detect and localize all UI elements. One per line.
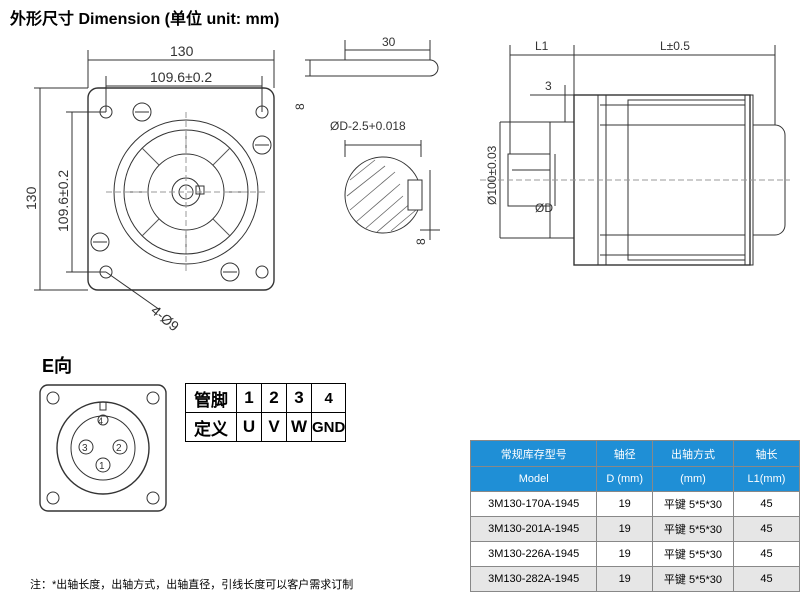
table-cell: 45 (732, 566, 800, 592)
table-cell: 平键 5*5*30 (651, 491, 734, 517)
table-row: 3M130-282A-1945 19 平键 5*5*30 45 (469, 566, 800, 592)
e-view-label: E向 (42, 356, 73, 376)
shaft-view (305, 40, 440, 240)
table-cell: 平键 5*5*30 (651, 566, 734, 592)
definition-row-header: 定义 (185, 412, 237, 442)
connector-pin-4: 4 (98, 416, 103, 426)
pin-cell: 4 (310, 383, 347, 413)
header-cell: Model (469, 466, 598, 492)
pin-cell: 2 (261, 383, 287, 413)
header-cell: 轴径 (596, 440, 653, 467)
header-cell: 常规库存型号 (469, 440, 598, 467)
header-cell: (mm) (651, 466, 734, 492)
pin-row-header: 管脚 (185, 383, 237, 413)
table-header-row: Model D (mm) (mm) L1(mm) (469, 466, 800, 492)
dim-pilot: Ø100±0.03 (485, 145, 499, 205)
dim-hole-width: 109.6±0.2 (150, 69, 212, 85)
table-cell: 19 (596, 541, 653, 567)
dim-key-height: 8 (414, 238, 428, 245)
table-cell: 45 (732, 516, 800, 542)
table-row: 3M130-170A-1945 19 平键 5*5*30 45 (469, 491, 800, 517)
header-cell: D (mm) (596, 466, 653, 492)
table-cell: 3M130-201A-1945 (469, 516, 598, 542)
definition-cell: GND (310, 412, 347, 442)
table-cell: 3M130-170A-1945 (469, 491, 598, 517)
table-cell: 19 (596, 516, 653, 542)
table-cell: 平键 5*5*30 (651, 541, 734, 567)
table-cell: 19 (596, 491, 653, 517)
dim-overall-height: 130 (23, 186, 39, 210)
footnote: 注：*出轴长度，出轴方式，出轴直径，引线长度可以客户需求订制 (30, 579, 354, 591)
dim-hole-height: 109.6±0.2 (55, 170, 71, 232)
pin-cell: 3 (286, 383, 312, 413)
pin-row: 管脚 1 2 3 4 (185, 383, 347, 413)
table-cell: 3M130-282A-1945 (469, 566, 598, 592)
header-cell: 轴长 (732, 440, 800, 467)
dim-overall-width: 130 (170, 43, 194, 59)
pin-cell: 1 (236, 383, 262, 413)
connector-pin-3: 3 (82, 443, 88, 454)
definition-row: 定义 U V W GND (185, 412, 347, 442)
table-cell: 平键 5*5*30 (651, 516, 734, 542)
e-view (39, 384, 167, 512)
table-header-row: 常规库存型号 轴径 出轴方式 轴长 (469, 440, 800, 467)
dim-shaft-length: 30 (382, 35, 396, 49)
pin-definition-table: 管脚 1 2 3 4 定义 U V W GND (185, 383, 347, 442)
table-row: 3M130-226A-1945 19 平键 5*5*30 45 (469, 541, 800, 567)
page-title: 外形尺寸 Dimension (单位 unit: mm) (10, 11, 280, 28)
dim-l: L±0.5 (660, 39, 690, 53)
dim-l1: L1 (535, 39, 549, 53)
side-view (480, 45, 790, 266)
dim-3: 3 (545, 79, 552, 93)
definition-cell: W (286, 412, 312, 442)
table-row: 3M130-201A-1945 19 平键 5*5*30 45 (469, 516, 800, 542)
front-view (34, 50, 275, 311)
header-cell: 出轴方式 (651, 440, 734, 467)
table-cell: 3M130-226A-1945 (469, 541, 598, 567)
hole-callout: 4-Ø9 (148, 302, 182, 334)
connector-pin-2: 2 (116, 443, 122, 454)
dim-shaft: ØD (535, 201, 553, 215)
table-cell: 45 (732, 541, 800, 567)
model-spec-table: 常规库存型号 轴径 出轴方式 轴长 Model D (mm) (mm) L1(m… (469, 440, 800, 592)
definition-cell: U (236, 412, 262, 442)
dim-key-width: 8 (293, 103, 307, 110)
table-cell: 45 (732, 491, 800, 517)
header-cell: L1(mm) (732, 466, 800, 492)
connector-pin-1: 1 (99, 461, 105, 472)
dim-shaft-dia: ØD-2.5+0.018 (330, 119, 406, 133)
table-cell: 19 (596, 566, 653, 592)
definition-cell: V (261, 412, 287, 442)
